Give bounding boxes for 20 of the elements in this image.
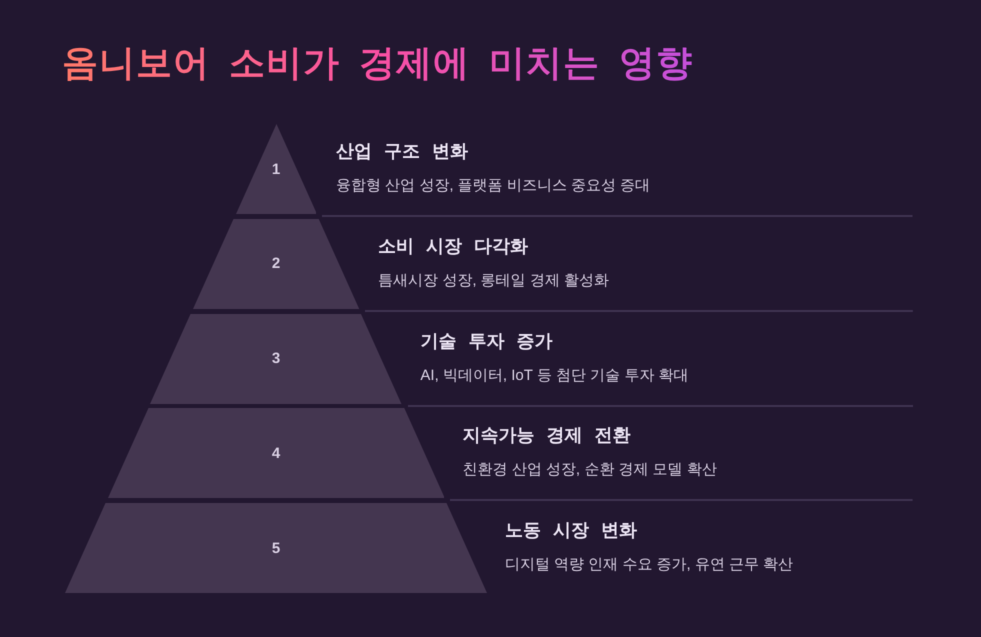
pyramid-level (64, 503, 487, 593)
level-description: 틈새시장 성장, 롱테일 경제 활성화 (378, 270, 610, 291)
level-number: 4 (272, 446, 280, 461)
pyramid-level (150, 314, 402, 404)
level-description: 융합형 산업 성장, 플랫폼 비즈니스 중요성 증대 (336, 176, 650, 196)
pyramid-level (108, 408, 444, 498)
pyramid-level (236, 124, 316, 214)
level-heading: 기술 투자 증가 (420, 330, 552, 352)
level-description: 친환경 산업 성장, 순환 경제 모델 확산 (462, 460, 717, 480)
level-heading: 산업 구조 변화 (336, 140, 468, 163)
level-heading: 노동 시장 변화 (504, 519, 637, 542)
level-number: 2 (272, 256, 280, 272)
level-number: 3 (272, 351, 280, 366)
level-description: AI, 빅데이터, IoT 등 첨단 기술 투자 확대 (420, 366, 688, 386)
pyramid-level (192, 218, 360, 309)
level-heading: 지속가능 경제 전환 (462, 424, 631, 448)
level-number: 1 (272, 162, 280, 176)
level-heading: 소비 시장 다각화 (378, 234, 528, 258)
level-number: 5 (272, 540, 280, 556)
level-description: 디지털 역량 인재 수요 증가, 유연 근무 확산 (504, 555, 794, 575)
